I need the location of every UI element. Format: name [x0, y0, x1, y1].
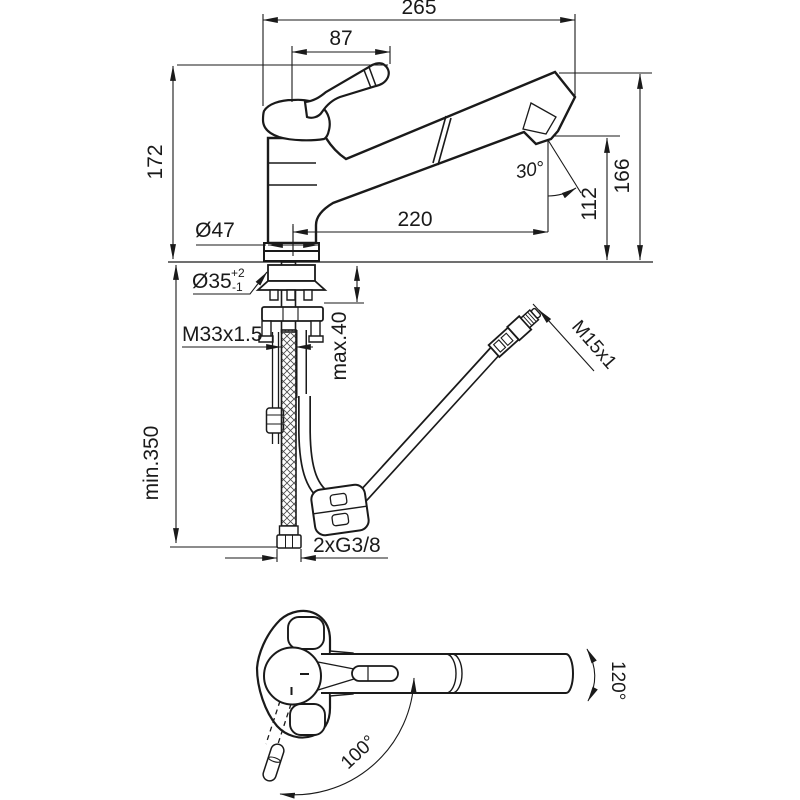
hose-counterweight: [310, 483, 370, 537]
label-handle-projection: 87: [329, 27, 352, 50]
dim-overall-width: [262, 14, 576, 106]
lever-handle: [303, 62, 390, 119]
label-base-diameter: Ø47: [195, 219, 235, 242]
dim-spray-thread: [532, 303, 595, 372]
dim-max-deck: [324, 265, 364, 304]
dim-total-height: [170, 64, 388, 260]
label-mount-hole-tol-upper: +2: [231, 266, 245, 280]
dim-swivel-arc: [586, 648, 598, 702]
spout-tube-joint: [445, 653, 463, 694]
label-spray-angle: 30°: [514, 158, 546, 184]
braided-hose: [280, 329, 297, 527]
dim-mount-hole-leader: [193, 271, 268, 295]
escutcheon-hole-top: [287, 616, 325, 650]
label-overall-width: 265: [401, 0, 436, 19]
faucet-top-view: [255, 609, 574, 782]
spray-head-face: [522, 102, 557, 135]
base-flange: [263, 242, 320, 262]
label-spout-reach: 220: [397, 208, 432, 231]
label-mount-hole-diameter: Ø35: [192, 270, 232, 293]
label-swivel-angle: 120°: [607, 661, 628, 700]
spray-hose-connector: [487, 307, 542, 359]
dim-handle-projection: [291, 46, 391, 102]
faucet-side-view: [261, 62, 577, 262]
spacer-ring: [267, 264, 316, 282]
g38-nut: [276, 534, 302, 549]
label-spout-top-height: 166: [611, 158, 634, 193]
label-min-clearance: min.350: [140, 426, 163, 501]
g38-nut-facets: [285, 535, 293, 548]
label-mount-hole-tol-lower: -1: [232, 280, 243, 294]
dim-base-diameter: [196, 226, 319, 256]
clamp-flange: [255, 280, 328, 291]
cartridge-circle: [263, 646, 322, 706]
hose-clip-detail: [266, 414, 284, 425]
label-max-deck: max.40: [328, 312, 351, 381]
dim-spout-top-height: [559, 72, 652, 261]
label-supply-thread: 2xG3/8: [313, 534, 381, 557]
dim-min-clearance: [170, 264, 278, 548]
handle-alt-position-tip: [262, 743, 285, 782]
spout-joint-line: [432, 115, 452, 166]
nut-facets: [282, 307, 299, 321]
label-spray-thread: M15x1: [567, 317, 620, 374]
label-handle-swing-angle: 100°: [337, 731, 380, 773]
dim-spray-angle: [547, 139, 582, 199]
flange-tabs: [269, 289, 313, 301]
dim-supply-thread: [225, 549, 388, 562]
faucet-body-spout-outline: [266, 70, 577, 245]
hose-collar: [278, 525, 299, 536]
escutcheon-hole-bottom: [289, 703, 326, 736]
dimensions: [168, 14, 653, 799]
hoses: [265, 307, 542, 549]
secondary-tube: [271, 332, 280, 444]
label-shank-thread: M33x1.5: [182, 323, 263, 346]
label-total-height: 172: [144, 144, 167, 179]
dim-handle-swing-arc: [279, 677, 417, 799]
label-outlet-height: 112: [578, 187, 601, 220]
lever-tip-joints: [363, 66, 377, 89]
mounting-nut: [261, 306, 324, 322]
body-joint-lines: [268, 162, 317, 186]
dim-outlet-height: [553, 135, 620, 261]
handle-top-view: [351, 665, 399, 682]
